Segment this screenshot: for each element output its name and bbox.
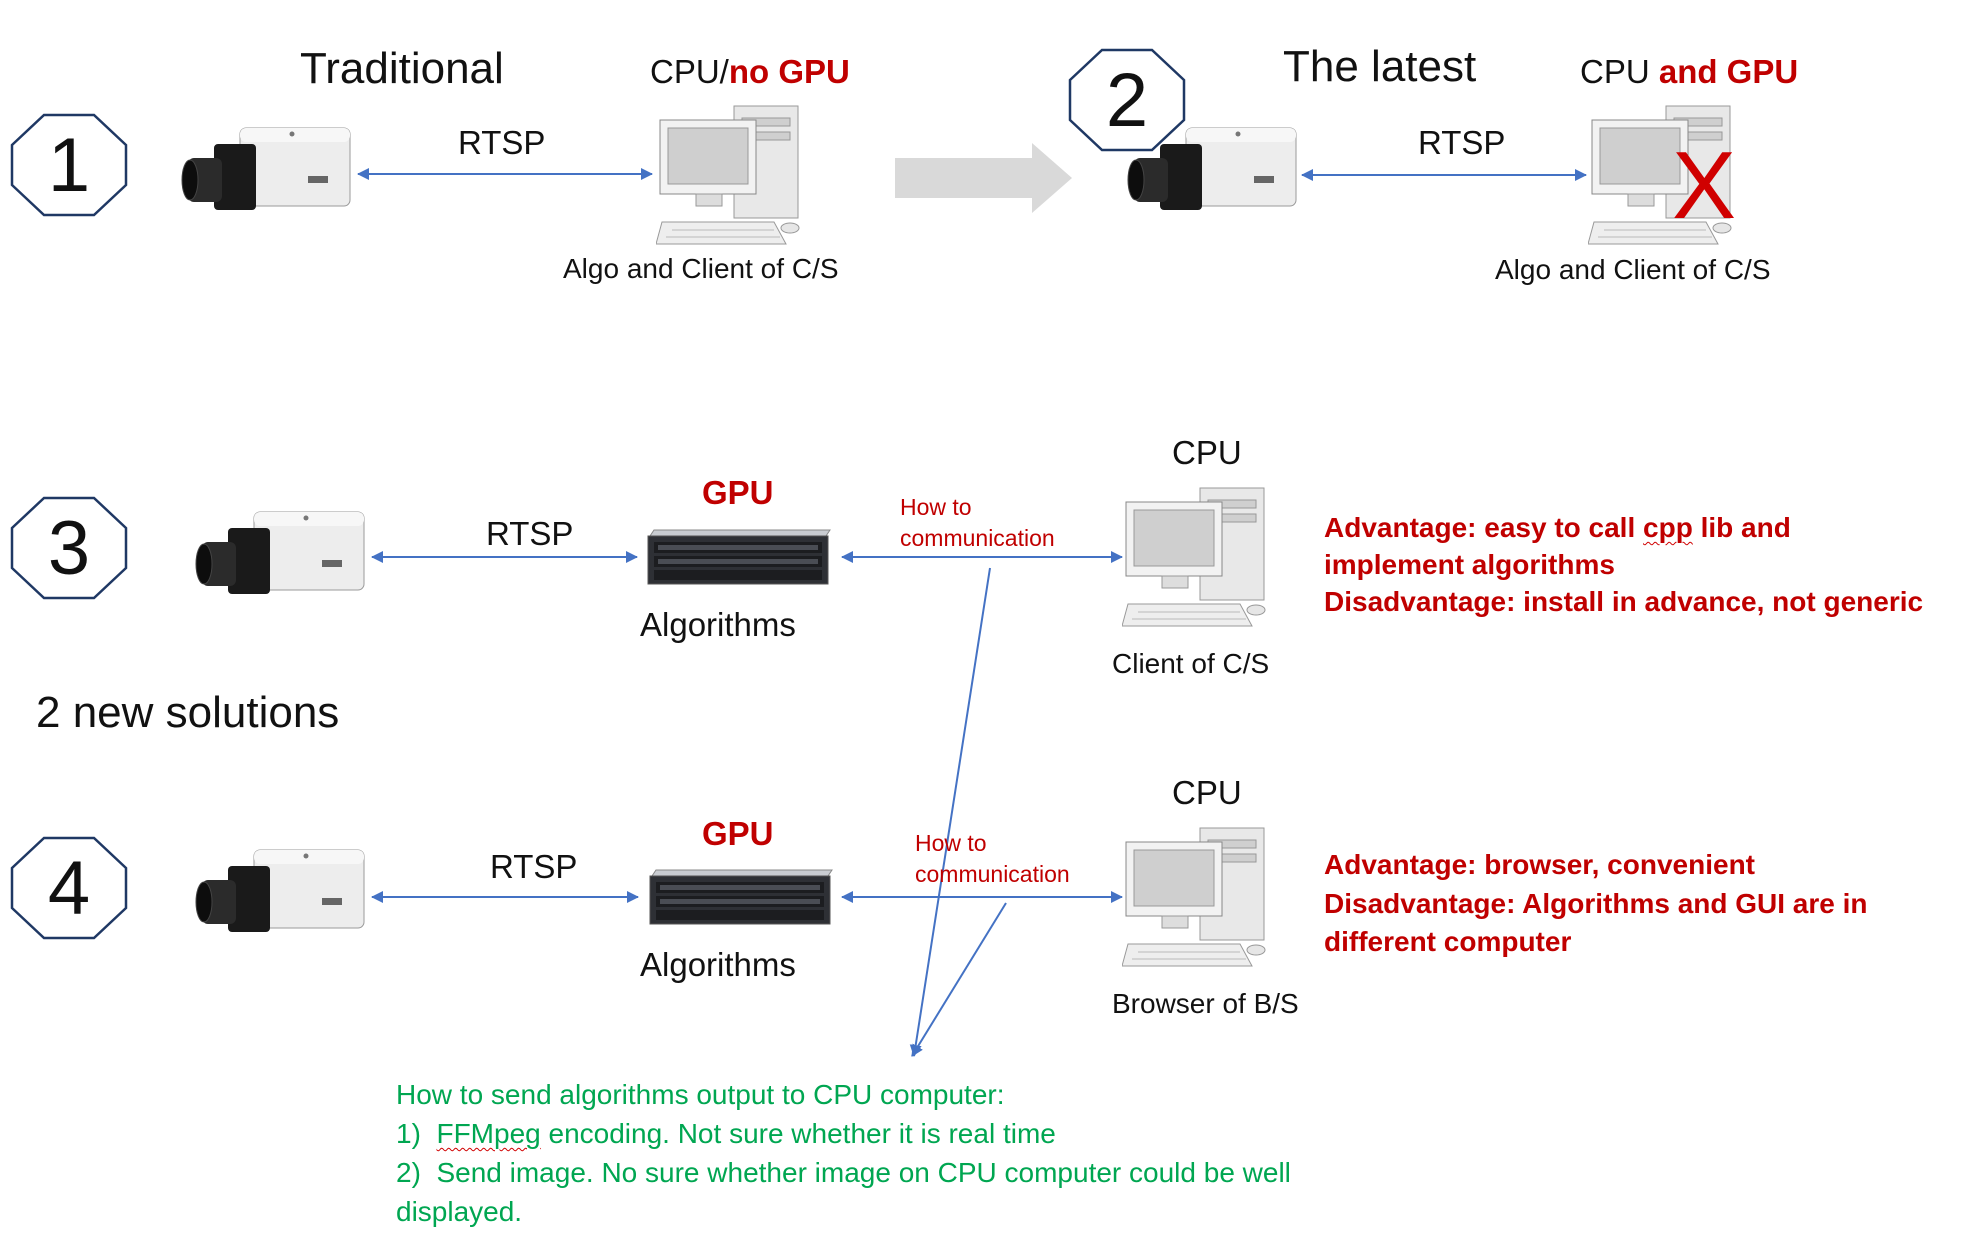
output-note-item2: 2) Send image. No sure whether image on …	[396, 1156, 1291, 1188]
badge-2: 2	[1068, 48, 1186, 152]
badge-4: 4	[10, 836, 128, 940]
badge-number: 4	[47, 845, 91, 931]
row1-pc-caption: Algo and Client of C/S	[563, 253, 839, 284]
row1-title: Traditional	[300, 44, 504, 93]
row3-rtsp-label: RTSP	[486, 515, 574, 552]
ip-camera-icon	[195, 511, 365, 594]
output-note-item2-cont: displayed.	[396, 1195, 523, 1227]
desktop-computer-icon	[656, 105, 800, 245]
row3-note-disadvantage: Disadvantage: install in advance, not ge…	[1324, 585, 1924, 617]
row4-note-disadvantage: Disadvantage: Algorithms and GUI are in	[1324, 887, 1868, 919]
badge-number: 2	[1105, 57, 1149, 143]
row4-pc-caption: Browser of B/S	[1112, 988, 1299, 1019]
badge-1: 1	[10, 113, 128, 217]
desktop-computer-icon	[1588, 105, 1732, 245]
row2-title: The latest	[1283, 42, 1477, 91]
row4-server-label: GPU	[702, 815, 774, 852]
row1-pc-label: CPU/no GPU	[650, 53, 850, 90]
octagon-badge-icon	[10, 113, 128, 217]
row4-comm-label-line2: communication	[915, 861, 1070, 887]
row3-comm-label-line2: communication	[900, 525, 1055, 551]
row4-server-caption: Algorithms	[640, 946, 796, 983]
comm-to-note-line-row3	[909, 567, 991, 1057]
row3-comm-label-line1: How to	[900, 494, 972, 520]
desktop-computer-icon	[1122, 827, 1266, 967]
row4-notes: Advantage: browser, convenient Disadvant…	[1324, 846, 1868, 962]
row3-server-label: GPU	[702, 474, 774, 511]
row1-rtsp-label: RTSP	[458, 124, 546, 161]
octagon-badge-icon	[10, 496, 128, 600]
row4-note-disadvantage-cont: different computer	[1324, 926, 1572, 958]
ip-camera-icon	[1127, 127, 1297, 210]
row2-pc-caption: Algo and Client of C/S	[1495, 254, 1771, 285]
badge-number: 1	[47, 122, 91, 208]
badge-number: 3	[47, 505, 91, 591]
row4-rtsp-label: RTSP	[490, 848, 578, 885]
ip-camera-icon	[181, 127, 351, 210]
badge-3: 3	[10, 496, 128, 600]
rack-server-icon	[649, 869, 833, 925]
octagon-badge-icon	[10, 836, 128, 940]
flow-arrow-1-to-2	[895, 143, 1072, 213]
ip-camera-icon	[195, 849, 365, 932]
section-label: 2 new solutions	[36, 688, 340, 737]
comm-to-note-line-row4	[911, 902, 1007, 1057]
row2-pc-label: CPU and GPU	[1580, 53, 1799, 90]
row4-comm-label-line1: How to	[915, 830, 987, 856]
row3-note-advantage-cont: implement algorithms	[1324, 548, 1615, 580]
output-note-heading: How to send algorithms output to CPU com…	[396, 1079, 1005, 1110]
output-note: How to send algorithms output to CPU com…	[396, 1076, 1291, 1232]
desktop-computer-icon	[1122, 487, 1266, 627]
row3-pc-caption: Client of C/S	[1112, 648, 1270, 679]
row3-server-caption: Algorithms	[640, 606, 796, 643]
row3-pc-label: CPU	[1172, 434, 1242, 471]
rack-server-icon	[647, 529, 831, 585]
row3-note-advantage: Advantage: easy to call cpp lib and	[1324, 512, 1791, 543]
cross-mark: X	[1672, 132, 1737, 239]
octagon-badge-icon	[1068, 48, 1186, 152]
row2-rtsp-label: RTSP	[1418, 124, 1506, 161]
output-note-item1: 1) FFMpeg encoding. Not sure whether it …	[396, 1117, 1056, 1149]
row4-pc-label: CPU	[1172, 774, 1242, 811]
row4-note-advantage: Advantage: browser, convenient	[1324, 849, 1755, 880]
row3-notes: Advantage: easy to call cpp lib and impl…	[1324, 510, 1923, 621]
